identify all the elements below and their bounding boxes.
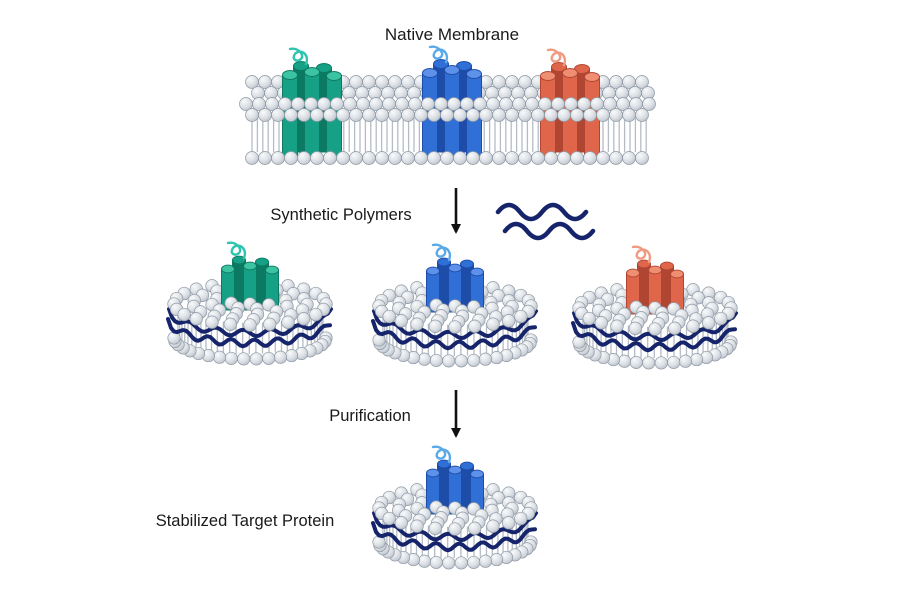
nanodisc-blue-protein xyxy=(371,243,538,368)
nanodisc-green-protein xyxy=(166,241,333,366)
native-membrane-illustration xyxy=(239,45,656,165)
purification-label: Purification xyxy=(329,407,411,425)
nanodisc-orange-protein xyxy=(571,245,738,370)
nanodisc-stabilized-target xyxy=(371,445,538,570)
native-membrane-label: Native Membrane xyxy=(385,25,519,44)
synthetic-polymers-label: Synthetic Polymers xyxy=(270,206,411,224)
polymer-squiggles-icon xyxy=(495,202,596,241)
stabilized-target-protein-label: Stabilized Target Protein xyxy=(156,512,335,530)
